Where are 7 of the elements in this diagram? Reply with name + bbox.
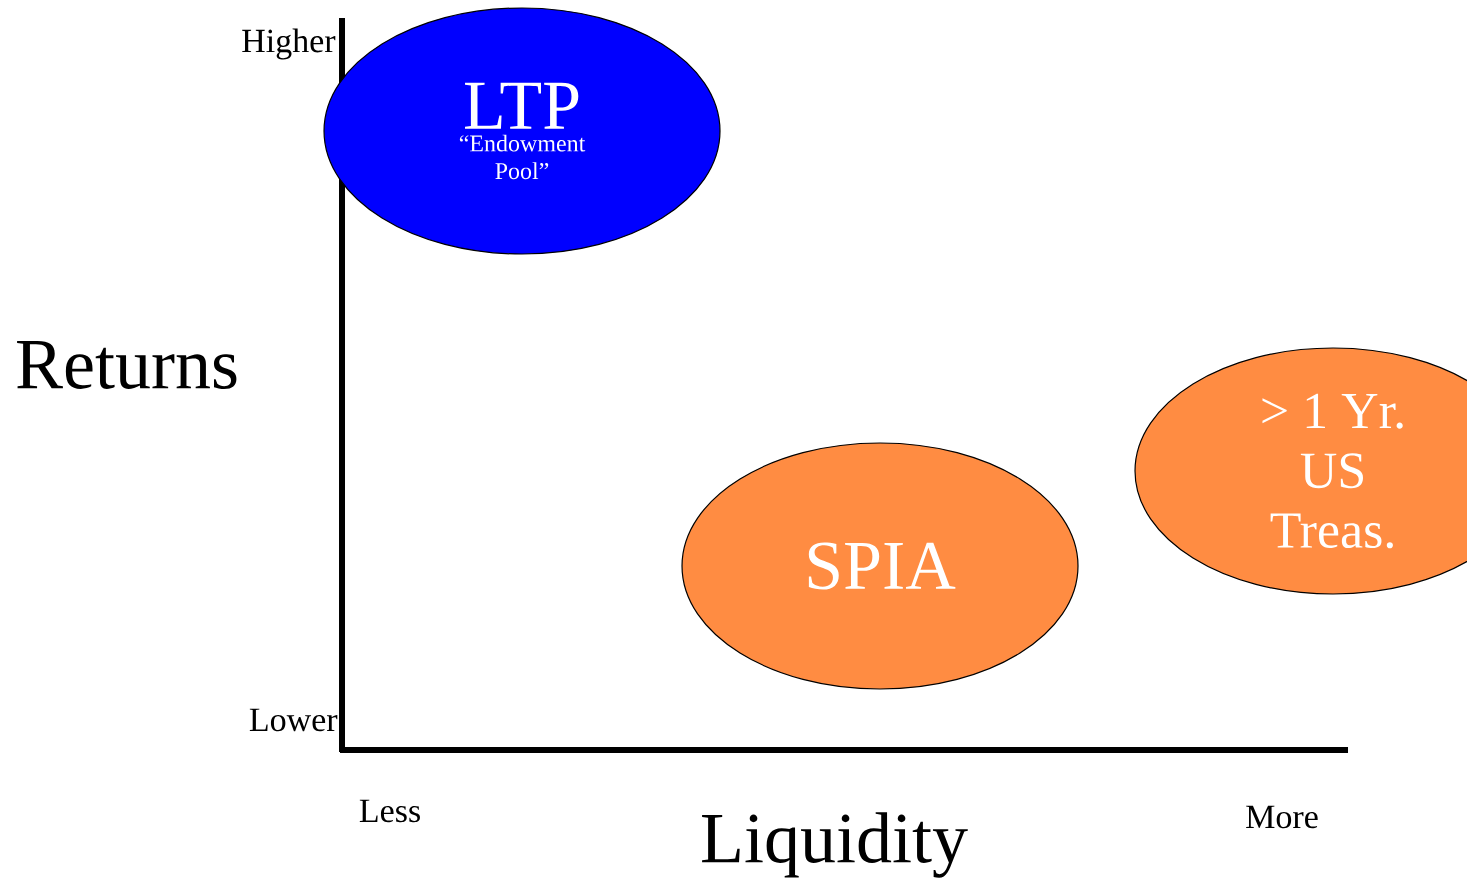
axis-end-label: More bbox=[1246, 805, 1318, 829]
axis-end-label: Lower bbox=[249, 708, 338, 732]
axis-end-label: Less bbox=[359, 799, 420, 823]
bubble: > 1 Yr. US Treas. bbox=[1134, 347, 1467, 595]
axis-title: Returns bbox=[17, 341, 237, 389]
bubble: SPIA bbox=[681, 442, 1079, 690]
axis-title: Liquidity bbox=[702, 812, 968, 878]
